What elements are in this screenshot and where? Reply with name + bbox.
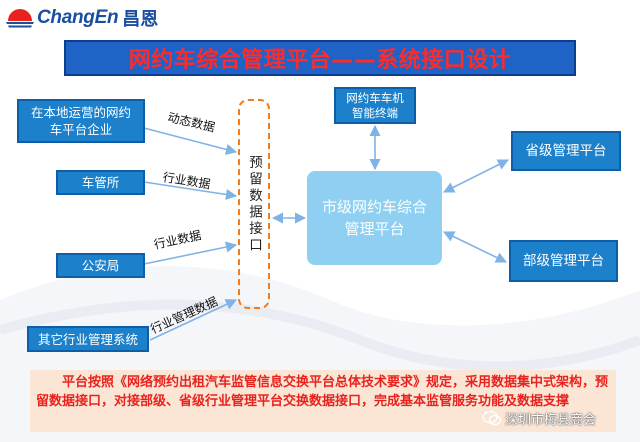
ministry-platform-label: 部级管理平台	[523, 252, 604, 269]
arrow-other-to-interface	[149, 299, 238, 341]
terminal-box: 网约车车机 智能终端	[334, 87, 416, 124]
logo-sun-icon	[6, 9, 34, 28]
province-platform-label: 省级管理平台	[525, 142, 607, 159]
terminal-label: 网约车车机 智能终端	[346, 90, 404, 120]
description-text: 平台按照《网络预约出租汽车监管信息交换平台总体技术要求》规定，采用数据集中式架构…	[36, 375, 609, 409]
wechat-icon	[482, 410, 502, 426]
arrow-vehicle-office-to-interface	[143, 181, 238, 201]
source-enterprise-box: 在本地运营的网约 车平台企业	[17, 99, 145, 143]
reserved-interface-box: 预留数据接口	[238, 99, 270, 309]
source-other-box: 其它行业管理系统	[27, 326, 149, 352]
province-platform-box: 省级管理平台	[511, 131, 621, 171]
changen-logo: ChangEn 昌恩	[6, 6, 158, 30]
logo-name-cn: 昌恩	[122, 9, 159, 30]
arrow-police-to-interface	[143, 241, 238, 265]
title-banner: 网约车综合管理平台——系统接口设计	[64, 40, 576, 76]
source-police-label: 公安局	[81, 258, 120, 273]
logo-name: ChangEn	[37, 7, 119, 28]
source-police-box: 公安局	[56, 253, 145, 278]
description-note: 平台按照《网络预约出租汽车监管信息交换平台总体技术要求》规定，采用数据集中式架构…	[30, 370, 616, 432]
city-platform-box: 市级网约车综合 管理平台	[307, 171, 442, 265]
arrow-center-ministry	[442, 231, 508, 263]
watermark-text: 深圳市梅县商会	[505, 412, 597, 428]
source-enterprise-label: 在本地运营的网约 车平台企业	[30, 105, 131, 137]
reserved-interface-label: 预留数据接口	[246, 154, 262, 254]
watermark: 深圳市梅县商会	[482, 408, 596, 428]
source-other-label: 其它行业管理系统	[37, 331, 138, 347]
arrow-enterprise-to-interface	[143, 127, 238, 155]
page-title: 网约车综合管理平台——系统接口设计	[128, 48, 512, 73]
arrow-center-province	[442, 159, 510, 193]
ministry-platform-box: 部级管理平台	[509, 240, 618, 282]
city-platform-label: 市级网约车综合 管理平台	[321, 198, 427, 238]
source-vehicle-office-label: 车管所	[81, 175, 120, 190]
source-vehicle-office-box: 车管所	[56, 170, 145, 195]
